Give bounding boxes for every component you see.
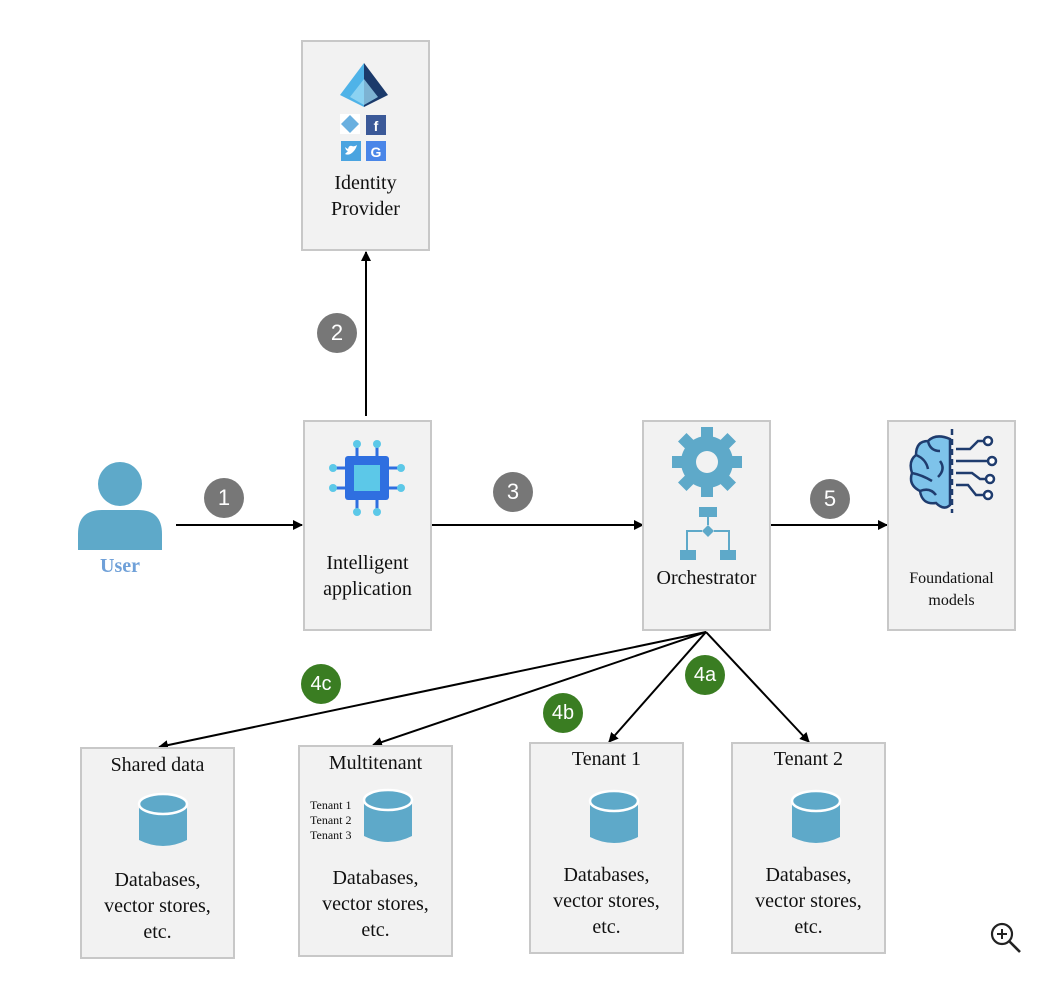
svg-text:G: G: [371, 144, 382, 160]
store-description: Databases, vector stores, etc.: [104, 869, 211, 943]
store-title: Multitenant: [328, 752, 423, 774]
step-badge-5: 5: [810, 479, 850, 519]
store-title: Tenant 1: [571, 748, 642, 770]
foundational-models-box: [887, 420, 1016, 631]
user-icon: [78, 462, 162, 550]
arrow-to-multitenant: [372, 631, 707, 747]
orchestrator-label: Orchestrator: [656, 567, 757, 589]
intelligent-application-label: Intelligent application: [323, 552, 412, 600]
store-title: Tenant 2: [773, 748, 844, 770]
google-icon: [366, 141, 386, 161]
facebook-icon: [366, 115, 386, 135]
brain-icon: [909, 429, 998, 513]
user-label: User: [100, 555, 140, 577]
database-icon: [362, 788, 414, 842]
store-description: Databases, vector stores, etc.: [322, 867, 429, 941]
database-icon: [137, 792, 189, 846]
svg-text:f: f: [374, 118, 379, 134]
database-icon: [588, 789, 640, 843]
multitenant-box: [298, 745, 453, 957]
tenant-2-box: [731, 742, 886, 954]
step-badge-4c: 4c: [301, 664, 341, 704]
arrow-to-shared: [158, 631, 707, 751]
tenant-1-box: [529, 742, 684, 954]
tenant-list: Tenant 1 Tenant 2 Tenant 3: [310, 798, 352, 842]
shared-data-box: [80, 747, 235, 959]
database-icon: [790, 789, 842, 843]
flowchart-icon: [680, 507, 736, 560]
key-icon: [341, 115, 359, 133]
step-badge-2: 2: [317, 313, 357, 353]
step-badge-3: 3: [493, 472, 533, 512]
store-title: Shared data: [110, 754, 205, 776]
zoom-in-icon[interactable]: [988, 920, 1024, 956]
chip-icon: [329, 440, 405, 516]
step-badge-1: 1: [204, 478, 244, 518]
store-description: Databases, vector stores, etc.: [553, 864, 660, 938]
azure-ad-icon: [340, 63, 388, 107]
foundational-models-label: Foundational models: [909, 570, 994, 609]
intelligent-application-box: [303, 420, 432, 631]
step-badge-4b: 4b: [543, 693, 583, 733]
arrow-to-tenant2: [705, 631, 810, 743]
arrow-to-tenant1: [608, 631, 707, 743]
identity-providers-icon: f G: [340, 114, 386, 161]
store-description: Databases, vector stores, etc.: [755, 864, 862, 938]
gear-icon: [672, 427, 742, 497]
identity-provider-label: Identity Provider: [331, 172, 400, 220]
step-badge-4a: 4a: [685, 655, 725, 695]
